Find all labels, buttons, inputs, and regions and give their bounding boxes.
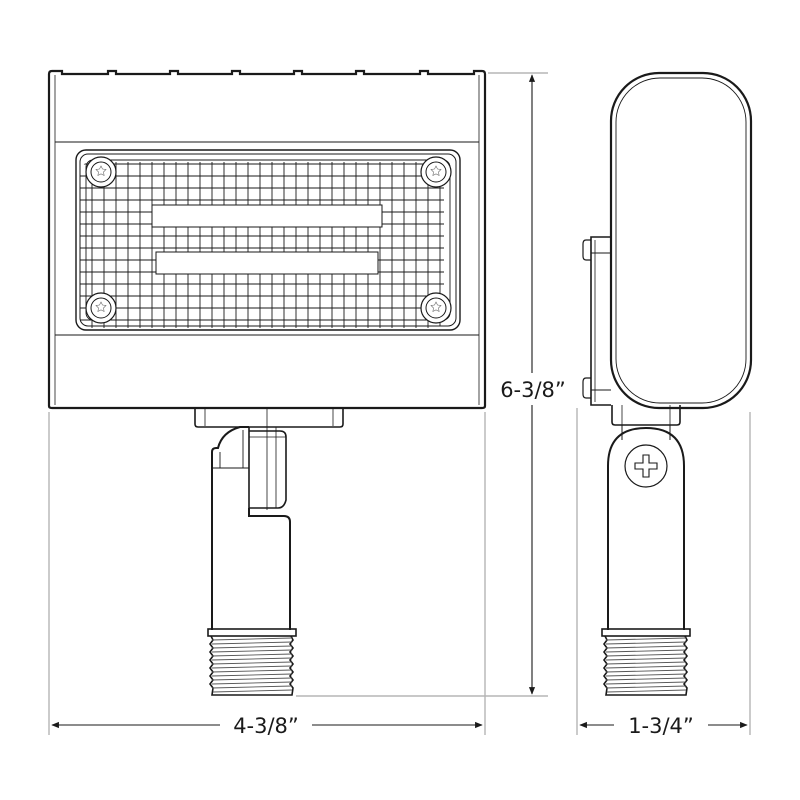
screw-icon (420, 292, 452, 324)
width-dimension-label: 4-3/8” (227, 713, 305, 739)
side-housing (609, 71, 753, 410)
phillips-screw-icon (624, 444, 668, 488)
front-view (47, 69, 487, 696)
lens-frame (75, 149, 461, 331)
side-bracket (582, 236, 611, 406)
housing (47, 69, 487, 410)
height-dimension-label: 6-3/8” (494, 377, 572, 403)
corner-screws (85, 156, 452, 324)
lens-grid (80, 162, 444, 328)
side-neck (611, 405, 681, 440)
knuckle-arm (211, 426, 291, 630)
side-threaded-stem (601, 628, 691, 696)
depth-dimension-label: 1-3/4” (622, 713, 700, 739)
side-view (582, 71, 753, 696)
screw-icon (420, 156, 452, 188)
side-arm (607, 426, 685, 630)
mount-plate (194, 408, 344, 510)
dimension-lines (48, 72, 751, 735)
screw-icon (85, 156, 117, 188)
screw-icon (85, 292, 117, 324)
threaded-stem (207, 628, 297, 696)
led-strips (151, 204, 383, 275)
